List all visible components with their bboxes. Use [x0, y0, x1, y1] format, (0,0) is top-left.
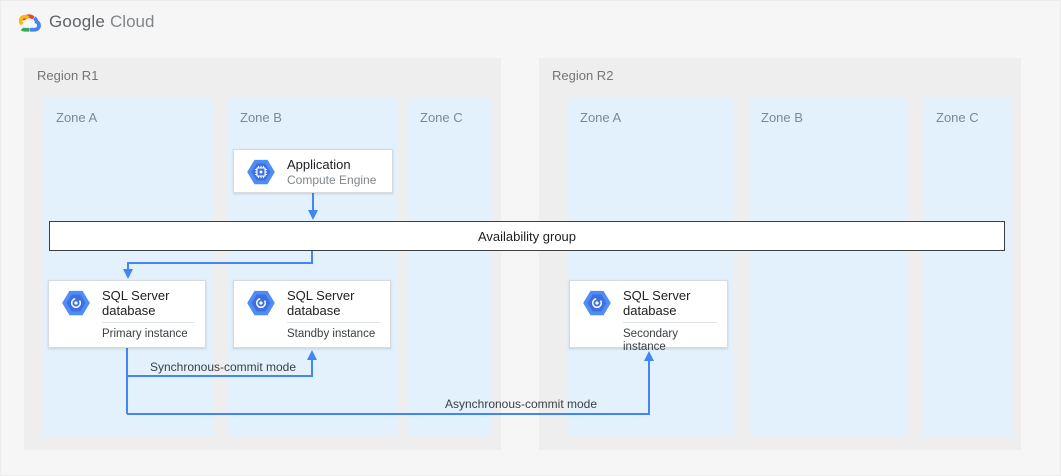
zone-label: Zone B: [240, 110, 282, 125]
application-subtitle: Compute Engine: [287, 173, 377, 187]
zone-label: Zone C: [936, 110, 979, 125]
asynchronous-commit-label: Asynchronous-commit mode: [444, 397, 598, 411]
brand-cloud: Cloud: [110, 12, 155, 31]
region-r1: Region R1 Zone A Zone B Zone C: [24, 58, 501, 450]
sql-server-title: SQL Server database: [623, 288, 691, 318]
region-r2-label: Region R2: [552, 68, 614, 83]
sql-server-icon: [61, 290, 91, 316]
brand-google: Google: [49, 12, 106, 31]
region-r1-zone-c: Zone C: [408, 98, 491, 435]
node-divider: [102, 322, 195, 323]
availability-group-label: Availability group: [477, 228, 577, 244]
application-title: Application: [287, 157, 351, 172]
synchronous-commit-label: Synchronous-commit mode: [149, 360, 297, 374]
region-r2-zone-c: Zone C: [924, 98, 1012, 435]
sql-server-secondary-node: SQL Server database Secondary instance: [569, 280, 728, 353]
zone-label: Zone C: [420, 110, 463, 125]
zone-label: Zone A: [56, 110, 98, 125]
sql-server-icon: [582, 290, 612, 316]
zone-label: Zone A: [580, 110, 622, 125]
sql-server-primary-node: SQL Server database Primary instance: [48, 280, 206, 348]
compute-engine-icon: [246, 159, 276, 185]
secondary-instance-label: Secondary instance: [623, 328, 678, 353]
google-cloud-logo-icon: [19, 13, 41, 32]
availability-group-bar: Availability group: [49, 221, 1005, 251]
sql-server-title: SQL Server database: [287, 288, 355, 318]
application-node: Application Compute Engine: [233, 149, 393, 193]
region-r2: Region R2 Zone A Zone B Zone C: [539, 58, 1021, 450]
primary-instance-label: Primary instance: [102, 328, 188, 340]
google-cloud-logo: Google Cloud: [19, 12, 154, 32]
node-divider: [287, 322, 380, 323]
zone-label: Zone B: [761, 110, 803, 125]
region-r2-zone-a: Zone A: [568, 98, 734, 435]
sql-server-icon: [246, 290, 276, 316]
region-r1-zone-a: Zone A: [44, 98, 213, 435]
region-r1-label: Region R1: [37, 68, 99, 83]
standby-instance-label: Standby instance: [287, 328, 376, 340]
region-r2-zone-b: Zone B: [749, 98, 908, 435]
sql-server-standby-node: SQL Server database Standby instance: [233, 280, 391, 348]
sql-server-title: SQL Server database: [102, 288, 170, 318]
node-divider: [623, 322, 717, 323]
